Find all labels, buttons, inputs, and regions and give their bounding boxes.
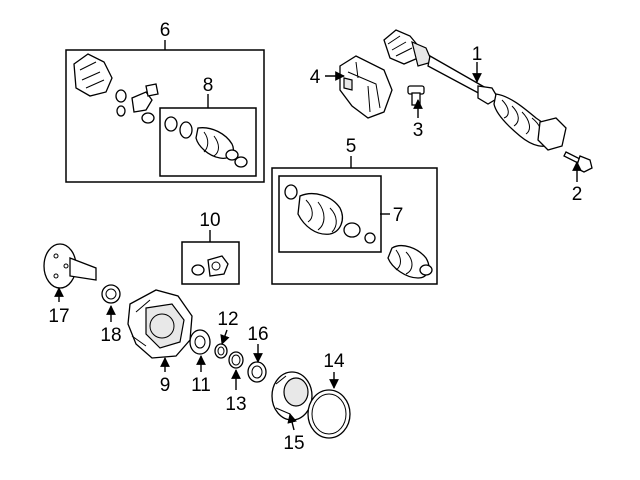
seal-part-18 — [101, 284, 121, 304]
callout-16: 16 — [247, 324, 268, 345]
bolt-part-3 — [407, 85, 425, 106]
callout-6: 6 — [160, 20, 171, 41]
callout-4: 4 — [310, 67, 321, 88]
callout-13: 13 — [225, 394, 246, 415]
ring-part-12 — [214, 343, 228, 359]
ring-part-16 — [247, 361, 267, 383]
bolt-part-2 — [563, 151, 593, 173]
callout-18: 18 — [100, 325, 121, 346]
callout-12: 12 — [217, 309, 238, 330]
heat-shield-part-4 — [339, 55, 393, 119]
axle-shaft-part-1 — [383, 29, 567, 151]
callout-3: 3 — [413, 120, 424, 141]
cover-part-15 — [271, 371, 313, 421]
callout-9: 9 — [160, 375, 171, 396]
callout-7: 7 — [393, 205, 404, 226]
callout-14: 14 — [323, 351, 345, 372]
group-6-parts — [73, 53, 159, 124]
callout-1: 1 — [472, 44, 483, 65]
group-box-5 — [271, 167, 438, 285]
differential-part-9 — [127, 289, 193, 359]
callout-17: 17 — [48, 306, 69, 327]
flange-part-17 — [43, 243, 97, 289]
boot-kit-part-8 — [164, 116, 248, 168]
outer-boot-part-5 — [387, 244, 433, 279]
ring-part-13 — [228, 351, 244, 369]
callout-2: 2 — [572, 184, 583, 205]
bearing-part-11 — [189, 329, 211, 355]
seal-part-10 — [191, 255, 229, 277]
callout-10: 10 — [199, 210, 220, 231]
boot-kit-part-7 — [284, 184, 376, 244]
o-ring-part-14 — [307, 389, 351, 439]
callout-15: 15 — [283, 433, 304, 454]
callout-11: 11 — [191, 375, 211, 396]
callout-5: 5 — [346, 136, 357, 157]
callout-8: 8 — [203, 75, 214, 96]
